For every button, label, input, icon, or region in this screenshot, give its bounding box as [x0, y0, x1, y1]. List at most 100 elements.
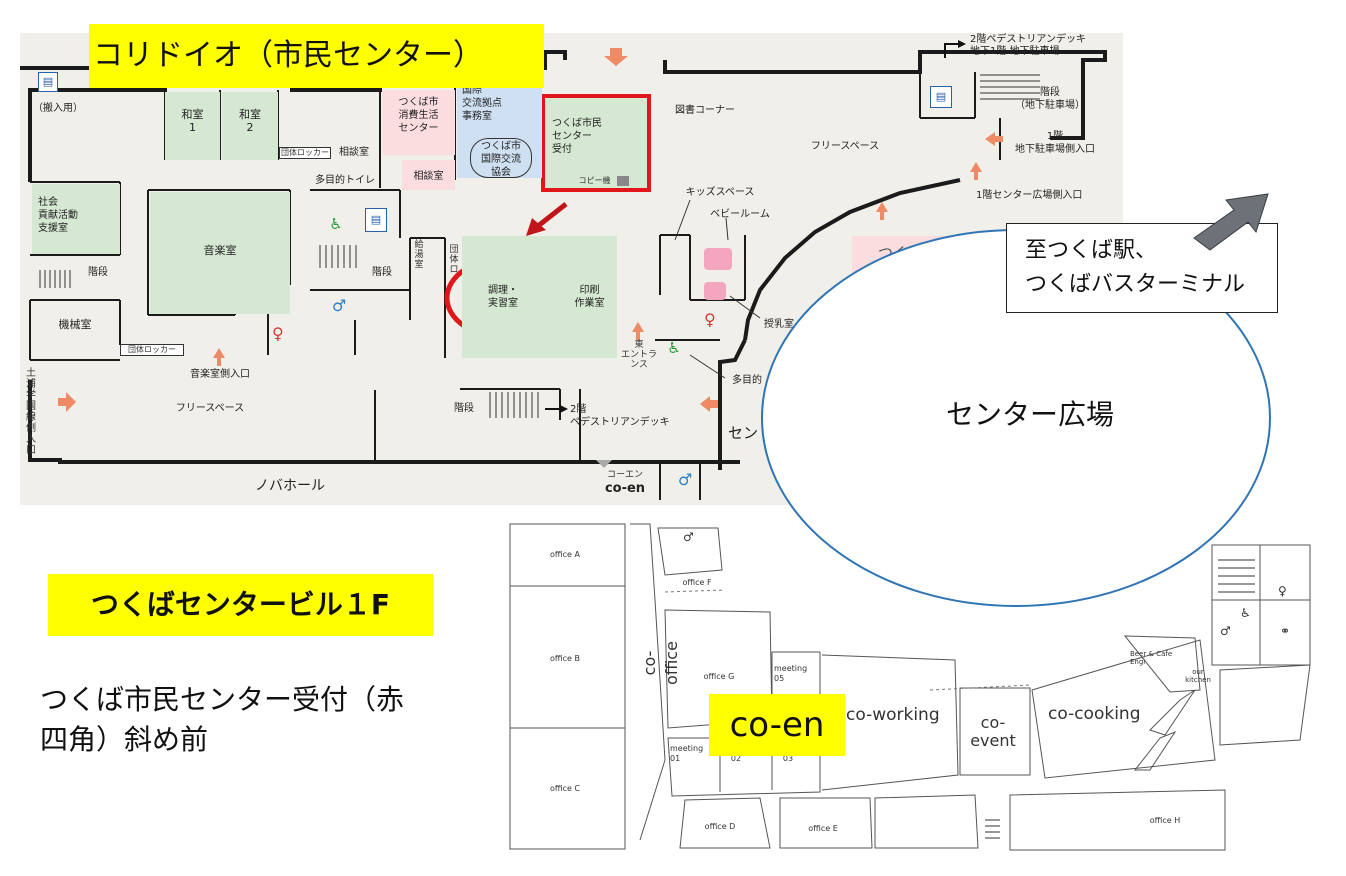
label-coen-en: co-en [604, 481, 646, 496]
label-station: 至つくば駅、 つくばバスターミナル [1025, 238, 1246, 297]
room-social-support [32, 184, 120, 254]
label-music-room: 音楽室 [203, 244, 237, 257]
label-office-a: office A [550, 550, 580, 559]
label-office-h: office H [1149, 816, 1181, 825]
label-group-locker-bottom: 団体ロッカー [120, 344, 184, 356]
room-print [562, 236, 617, 358]
label-stairs-parking: 階段 （地下駐車場） [1015, 87, 1085, 111]
label-east-entrance: 東 エントランス [620, 340, 657, 370]
wheelchair-icon: ♿ [329, 215, 343, 233]
label-free-space-top: フリースペース [810, 141, 880, 152]
label-coen-kana: コーエン [606, 470, 643, 480]
label-parking-entrance: 1階 地下駐車場側入口 [1015, 131, 1095, 155]
station-direction-box: 至つくば駅、 つくばバスターミナル [1006, 223, 1278, 313]
building-label: つくばセンタービル１F [48, 574, 433, 636]
label-meeting-05: meeting 05 [774, 664, 808, 683]
room-consult-mid [402, 160, 455, 190]
label-co-cooking: co-cooking [1048, 704, 1141, 724]
wheelchair-icon: ♿ [1240, 606, 1251, 620]
label-machine-room: 機械室 [58, 318, 92, 331]
restroom-icon: ⚭ [1280, 624, 1291, 638]
label-office-e: office E [808, 824, 838, 833]
mens-restroom-icon: ♂ [332, 296, 347, 315]
label-intl-assoc: つくば市 国際交流 協会 [481, 141, 521, 178]
label-nursing-room: 授乳室 [764, 319, 794, 330]
room-music [150, 192, 290, 314]
label-multi-toilet: 多目的トイレ [315, 175, 375, 186]
room-washitsu-2 [222, 92, 278, 160]
elevator-icon: ▤ [365, 208, 387, 232]
label-free-space-bottom: フリースペース [175, 403, 245, 414]
label-library: 図書コーナー [675, 105, 735, 116]
label-kyuto: 給 湯 室 [414, 240, 424, 270]
label-kids-space: キッズスペース [685, 187, 755, 198]
label-reception: つくば市民 センター 受付 [552, 118, 602, 155]
label-office-g: office G [703, 672, 735, 681]
label-stairs-left: 階段 [88, 267, 108, 278]
room-cooking [462, 236, 562, 358]
copier-mark [617, 176, 629, 186]
entrance-arrows [58, 48, 1003, 412]
womens-restroom-icon: ♀ [272, 324, 284, 343]
label-print-room: 印刷 作業室 [574, 285, 605, 309]
label-office-b: office B [550, 654, 580, 663]
station-arrow-icon [1193, 193, 1269, 251]
label-plaza: センター広場 [945, 398, 1114, 431]
label-meeting-03: 03 [782, 754, 794, 763]
wall-right-curve [743, 178, 961, 341]
person-icon: ♂ [1220, 624, 1231, 638]
label-tsuchiura-entrance: 土 浦 学 園 線 側 入 口 [26, 368, 36, 456]
label-beer-cafe: Beer & Cafe Engi [1130, 650, 1173, 666]
intl-assoc-bracket [470, 138, 532, 178]
elevator-icon: ▤ [38, 72, 58, 92]
nursing-bottle-icon [704, 282, 726, 300]
red-arrow [526, 202, 568, 236]
label-carry-in: （搬入用） [33, 103, 83, 114]
label-music-entrance: 音楽室側入口 [190, 369, 250, 380]
label-nova-hall: ノバホール [255, 478, 325, 494]
room-consumer-center [382, 90, 455, 155]
location-note: つくば市民センター受付（赤 四角）斜め前 [40, 683, 405, 756]
label-stairs-bottom: 階段 [454, 403, 474, 414]
label-meeting-01: meeting 01 [670, 744, 704, 763]
label-social-support: 社会 貢献活動 支援室 [38, 197, 78, 234]
mens-restroom-icon: ♂ [678, 470, 693, 489]
label-to-2f-deck: 2階 ペデストリアンデッキ [570, 404, 670, 428]
label-deck-top: 2階ペデストリアンデッキ 地下1階 地下駐車場 [970, 34, 1086, 57]
elevator-icon: ▤ [930, 86, 952, 108]
room-reception [545, 98, 647, 188]
label-washitsu-2: 和室 2 [239, 108, 261, 134]
label-meeting-02: 02 [730, 754, 742, 763]
label-plaza-entrance: 1階センター広場側入口 [976, 190, 1083, 201]
person-icon: ♀ [1278, 584, 1287, 598]
label-copier: コピー機 [578, 176, 611, 185]
label-washitsu-1: 和室 1 [181, 108, 204, 134]
label-intl-office: 国際 交流拠点 事務室 [462, 85, 502, 122]
label-cooking-room: 調理・ 実習室 [488, 285, 518, 309]
label-office-f: office F [682, 578, 712, 587]
label-office-d: office D [704, 822, 736, 831]
baby-room-icon [704, 248, 732, 270]
reception-highlight [541, 94, 651, 192]
label-baby-room: ベビールーム [710, 209, 770, 220]
person-icon: ♂ [683, 530, 694, 544]
label-multi-purpose: 多目的 [732, 375, 762, 386]
wall-inner-curve [718, 339, 747, 470]
label-dantai: 団 体 ロ [449, 245, 459, 275]
label-our-kitchen: our kitchen [1185, 668, 1211, 684]
label-office-c: office C [549, 784, 581, 793]
womens-restroom-icon: ♀ [704, 310, 716, 329]
label-co-event: co- event [970, 713, 1016, 750]
label-consult-mid: 相談室 [413, 171, 444, 182]
label-stairs-mid: 階段 [372, 267, 392, 278]
page-title: コリドイオ（市民センター） [89, 24, 544, 88]
room-washitsu-1 [165, 92, 220, 160]
label-consult-top: 相談室 [339, 147, 369, 158]
label-consumer-center: つくば市 消費生活 センター [398, 97, 439, 134]
coen-tag: co-en [709, 694, 845, 756]
wall-right-top [663, 50, 1107, 140]
wheelchair-icon: ♿ [667, 339, 681, 357]
label-group-locker-top: 団体ロッカー [279, 147, 331, 159]
